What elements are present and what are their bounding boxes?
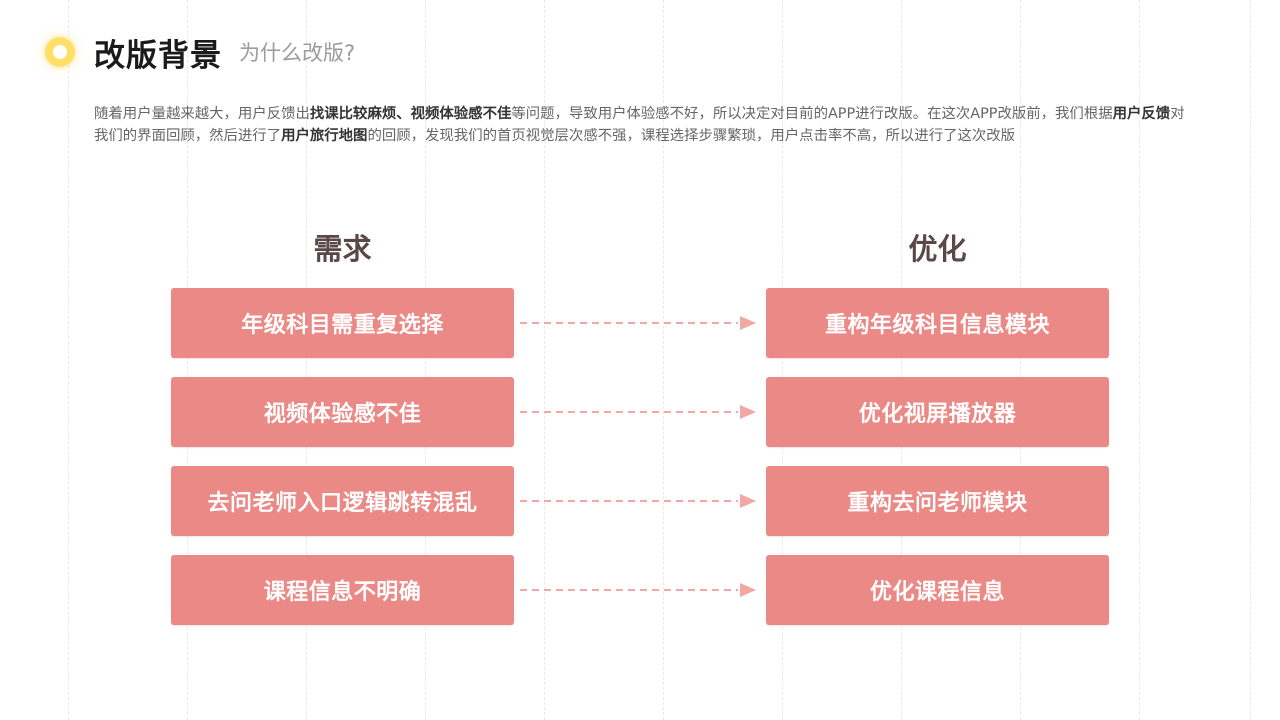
intro-text: 随着用户量越来越大，用户反馈出 xyxy=(94,106,310,122)
optimization-heading: 优化 xyxy=(908,232,967,266)
arrow-right-icon xyxy=(520,494,756,508)
need-box: 年级科目需重复选择 xyxy=(171,288,514,358)
solution-box: 重构年级科目信息模块 xyxy=(766,288,1109,358)
intro-highlight: 用户反馈 xyxy=(1112,106,1171,122)
arrow-right-icon xyxy=(520,316,756,330)
intro-text: 等问题，导致用户体验感不好，所以决定对目前的APP进行改版。在这次APP改版前，… xyxy=(511,106,1113,122)
page-subtitle: 为什么改版? xyxy=(239,41,356,65)
intro-text: 的回顾，发现我们的首页视觉层次感不强，课程选择步骤繁琐，用户点击率不高，所以进行… xyxy=(367,128,1016,144)
intro-paragraph: 随着用户量越来越大，用户反馈出找课比较麻烦、视频体验感不佳等问题，导致用户体验感… xyxy=(94,103,1186,147)
need-box: 去问老师入口逻辑跳转混乱 xyxy=(171,466,514,536)
arrow-right-icon xyxy=(520,405,756,419)
solution-box: 优化视屏播放器 xyxy=(766,377,1109,447)
need-box: 视频体验感不佳 xyxy=(171,377,514,447)
arrow-right-icon xyxy=(520,583,756,597)
solution-box: 优化课程信息 xyxy=(766,555,1109,625)
grid-line xyxy=(1250,0,1251,720)
intro-highlight: 找课比较麻烦、视频体验感不佳 xyxy=(309,106,512,122)
need-box: 课程信息不明确 xyxy=(171,555,514,625)
title-bullet-icon xyxy=(45,37,75,67)
solution-box: 重构去问老师模块 xyxy=(766,466,1109,536)
intro-highlight: 用户旅行地图 xyxy=(281,128,368,144)
page-title: 改版背景 xyxy=(94,38,222,74)
needs-heading: 需求 xyxy=(313,232,372,266)
grid-line xyxy=(68,0,69,720)
intro-text: 对我们的界面回顾，然后进行了 xyxy=(94,106,1185,144)
